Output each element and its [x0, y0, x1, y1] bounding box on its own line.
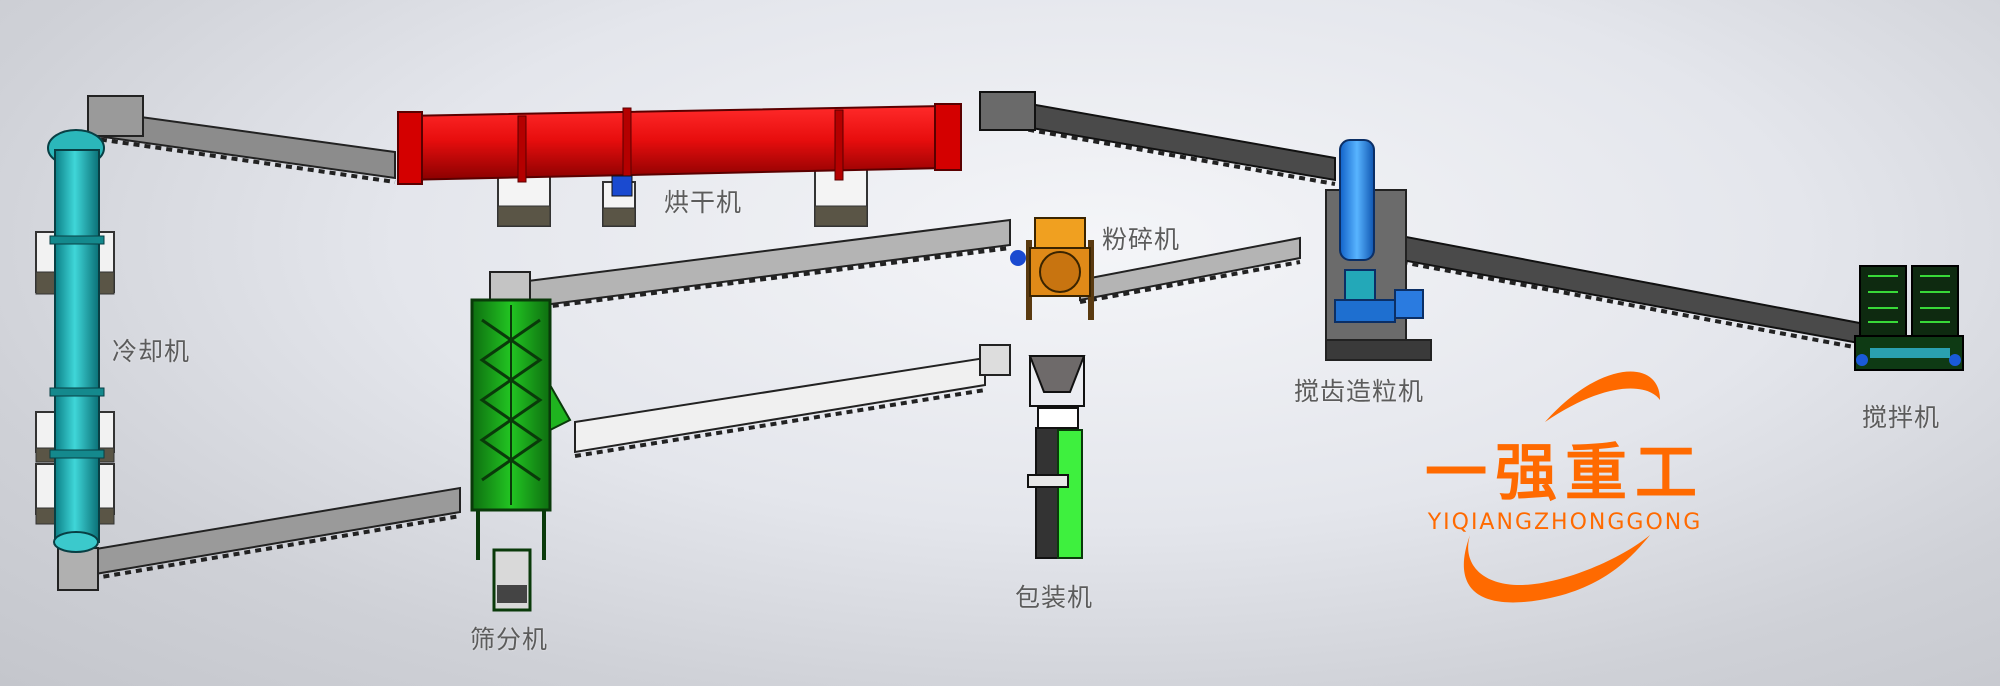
logo-pinyin-name: YIQIANGZHONGGONG: [1427, 510, 1703, 535]
cooler-label: 冷却机: [112, 337, 191, 366]
logo-swoosh: [1463, 371, 1660, 603]
crusher-label: 粉碎机: [1102, 225, 1181, 254]
conveyor-mixer-to-granulator: [1379, 230, 1871, 352]
mixer-label: 搅拌机: [1862, 403, 1941, 432]
mixer-machine: [1854, 265, 1964, 371]
dryer-label: 烘干机: [664, 188, 743, 217]
screener-label: 筛分机: [470, 625, 549, 654]
granulator-machine: [1325, 139, 1432, 361]
conveyor-screener-to-crusher: [489, 218, 1011, 313]
conveyor-screener-to-packer: [574, 344, 1011, 458]
conveyor-dryer-to-cooler: [87, 95, 396, 184]
company-logo: 一强重工 YIQIANGZHONGGONG: [1390, 370, 1740, 620]
logo-chinese-name: 一强重工: [1424, 436, 1705, 509]
conveyor-granulator-to-dryer: [979, 91, 1336, 186]
granulator-label: 搅齿造粒机: [1294, 377, 1425, 406]
packer-machine: [1027, 355, 1086, 559]
crusher-machine: [1010, 217, 1094, 320]
cooler-machine: [35, 129, 115, 553]
screener-machine: [470, 298, 572, 612]
dryer-machine: [397, 103, 962, 227]
conveyor-cooler-to-screener: [57, 486, 461, 591]
packer-label: 包装机: [1015, 583, 1094, 612]
